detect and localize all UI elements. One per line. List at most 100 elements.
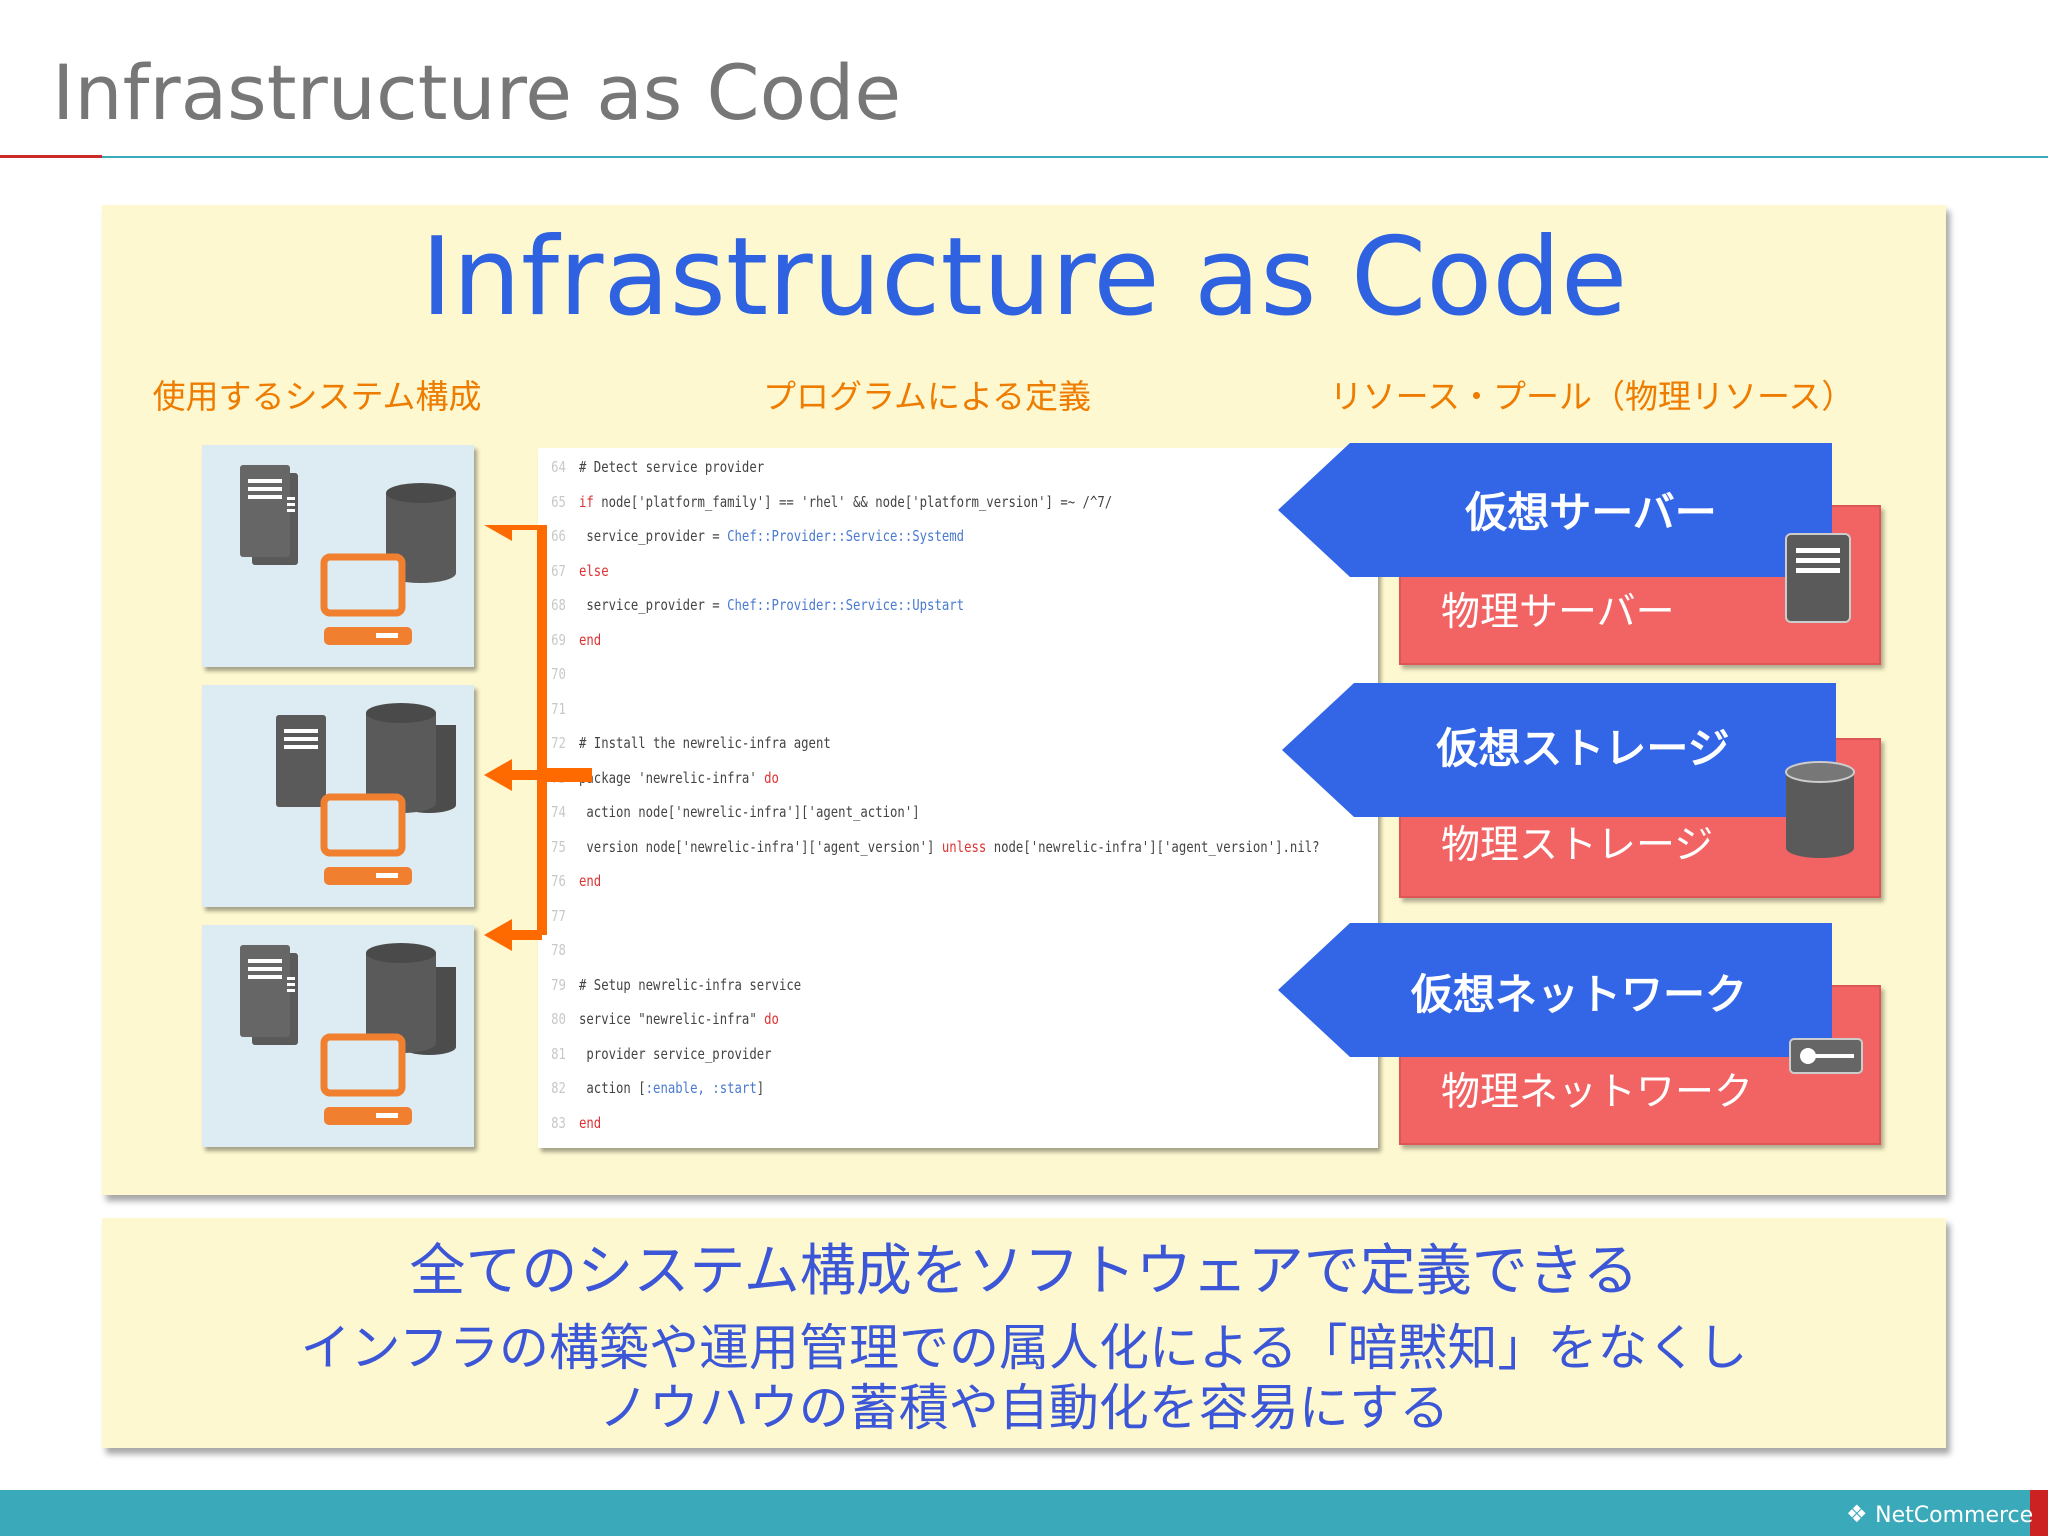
line-number: 69 xyxy=(551,630,566,649)
code-line: 69 end xyxy=(538,631,601,649)
line-number: 66 xyxy=(551,527,566,545)
column-header-systems: 使用するシステム構成 xyxy=(152,377,482,416)
code-line: 65 if node['platform_family'] == 'rhel' &… xyxy=(538,493,1112,511)
logo-icon: ❖ xyxy=(1846,1500,1876,1528)
code-token: # Setup newrelic-infra service xyxy=(579,975,802,994)
system-config-box-1 xyxy=(202,445,474,667)
code-line: 70 xyxy=(538,665,579,683)
summary-line-3: ノウハウの蓄積や自動化を容易にする xyxy=(598,1379,1450,1437)
code-line: 71 xyxy=(538,700,579,718)
line-number: 71 xyxy=(551,699,566,718)
virtual-server-arrow: 仮想サーバー xyxy=(1278,443,1832,577)
code-line: 78 xyxy=(538,941,579,959)
server-db-pc-icon xyxy=(240,943,456,1125)
code-token: Chef::Provider::Service::Upstart xyxy=(727,596,965,614)
code-line: 75 version node['newrelic-infra']['agent… xyxy=(538,837,1320,856)
title-rule-red xyxy=(0,155,102,158)
code-line: 80 service "newrelic-infra" do xyxy=(538,1010,779,1028)
line-number: 67 xyxy=(551,561,566,580)
code-token: :enable, :start xyxy=(645,1079,757,1097)
panel-title: Infrastructure as Code xyxy=(420,215,1628,340)
code-line: 64 # Detect service provider xyxy=(538,458,764,476)
system-config-box-3 xyxy=(202,925,474,1147)
code-panel: 64 # Detect service provider 65 if node['pl… xyxy=(538,448,1378,1148)
code-line: 74 action node['newrelic-infra']['agent_… xyxy=(538,803,920,821)
column-header-resources: リソース・プール（物理リソース） xyxy=(1329,377,1855,416)
physical-storage-label: 物理ストレージ xyxy=(1441,823,1714,868)
line-number: 80 xyxy=(551,1010,566,1028)
code-line: 72 # Install the newrelic-infra agent xyxy=(538,734,831,752)
code-line: 76 end xyxy=(538,872,601,890)
company-logo: ❖ NetCommerce xyxy=(1846,1500,2033,1528)
page-title: Infrastructure as Code xyxy=(52,48,902,137)
code-line: 77 xyxy=(538,907,579,925)
code-line: 68 service_provider = Chef::Provider::Se… xyxy=(538,596,964,614)
code-token: unless xyxy=(941,837,987,856)
line-number: 75 xyxy=(551,837,566,856)
code-token: node['platform_family'] == 'rhel' && nod… xyxy=(601,492,1113,511)
virtual-network-arrow: 仮想ネットワーク xyxy=(1278,923,1832,1057)
code-token: do xyxy=(764,1010,779,1028)
virtual-storage-label: 仮想ストレージ xyxy=(1436,724,1730,773)
code-token: ] xyxy=(756,1079,765,1097)
column-header-program: プログラムによる定義 xyxy=(762,377,1092,416)
storage-icon xyxy=(1785,761,1855,858)
line-number: 70 xyxy=(551,665,566,683)
line-number: 65 xyxy=(551,492,566,511)
code-token: package 'newrelic-infra' xyxy=(579,768,765,787)
code-line: 79 # Setup newrelic-infra service xyxy=(538,976,801,994)
line-number: 82 xyxy=(551,1079,566,1097)
deploy-arrows xyxy=(484,525,592,951)
code-token: do xyxy=(764,768,779,787)
server-db-pc-icon xyxy=(240,465,456,645)
line-number: 77 xyxy=(551,906,566,925)
code-token: else xyxy=(579,561,609,580)
code-token: service "newrelic-infra" xyxy=(579,1010,765,1028)
code-line: 81 provider service_provider xyxy=(538,1044,772,1063)
code-token: # Install the newrelic-infra agent xyxy=(579,734,831,752)
line-number: 83 xyxy=(551,1113,566,1132)
code-token: service_provider = xyxy=(579,596,728,614)
server-db-pc-icon xyxy=(276,703,456,885)
system-config-box-2 xyxy=(202,685,474,907)
footer-bar xyxy=(0,1490,2048,1536)
logo-text: NetCommerce xyxy=(1875,1503,2034,1528)
code-token: end xyxy=(579,1113,602,1132)
code-line: 82 action [:enable, :start] xyxy=(538,1079,764,1097)
code-token: end xyxy=(579,630,602,649)
line-number: 64 xyxy=(551,458,566,476)
title-rule-teal xyxy=(102,156,2048,158)
line-number: 72 xyxy=(551,734,566,752)
code-line: 67 else xyxy=(538,562,609,580)
code-token: action node['newrelic-infra']['agent_act… xyxy=(579,803,920,821)
line-number: 76 xyxy=(551,872,566,890)
code-token: provider service_provider xyxy=(579,1044,772,1063)
line-number: 79 xyxy=(551,975,566,994)
physical-server-label: 物理サーバー xyxy=(1441,590,1675,635)
summary-line-2: インフラの構築や運用管理での属人化による「暗黙知」をなくし xyxy=(300,1319,1748,1377)
code-token: action [ xyxy=(579,1079,646,1097)
line-number: 78 xyxy=(551,941,566,959)
code-token: if xyxy=(579,492,602,511)
code-token: Chef::Provider::Service::Systemd xyxy=(727,527,965,545)
line-number: 74 xyxy=(551,803,566,821)
server-icon xyxy=(1785,533,1851,623)
code-token: version node['newrelic-infra']['agent_ve… xyxy=(579,837,942,856)
footer-accent xyxy=(2030,1490,2048,1536)
code-line: 83 end xyxy=(538,1114,601,1132)
main-panel: Infrastructure as Code 使用するシステム構成 プログラムに… xyxy=(102,205,1946,1195)
summary-heading: 全てのシステム構成をソフトウェアで定義できる xyxy=(409,1239,1639,1304)
code-token: node['newrelic-infra']['agent_version'].… xyxy=(986,837,1320,856)
virtual-server-label: 仮想サーバー xyxy=(1465,488,1717,537)
network-switch-icon xyxy=(1789,1038,1863,1074)
physical-network-label: 物理ネットワーク xyxy=(1441,1070,1754,1115)
code-token: end xyxy=(579,872,602,890)
code-line: 66 service_provider = Chef::Provider::Se… xyxy=(538,527,964,545)
summary-panel: 全てのシステム構成をソフトウェアで定義できる インフラの構築や運用管理での属人化… xyxy=(102,1218,1946,1448)
virtual-storage-arrow: 仮想ストレージ xyxy=(1282,683,1836,817)
line-number: 68 xyxy=(551,596,566,614)
virtual-network-label: 仮想ネットワーク xyxy=(1410,970,1747,1019)
code-token: service_provider = xyxy=(579,527,728,545)
line-number: 81 xyxy=(551,1044,566,1063)
code-token: # Detect service provider xyxy=(579,458,765,476)
